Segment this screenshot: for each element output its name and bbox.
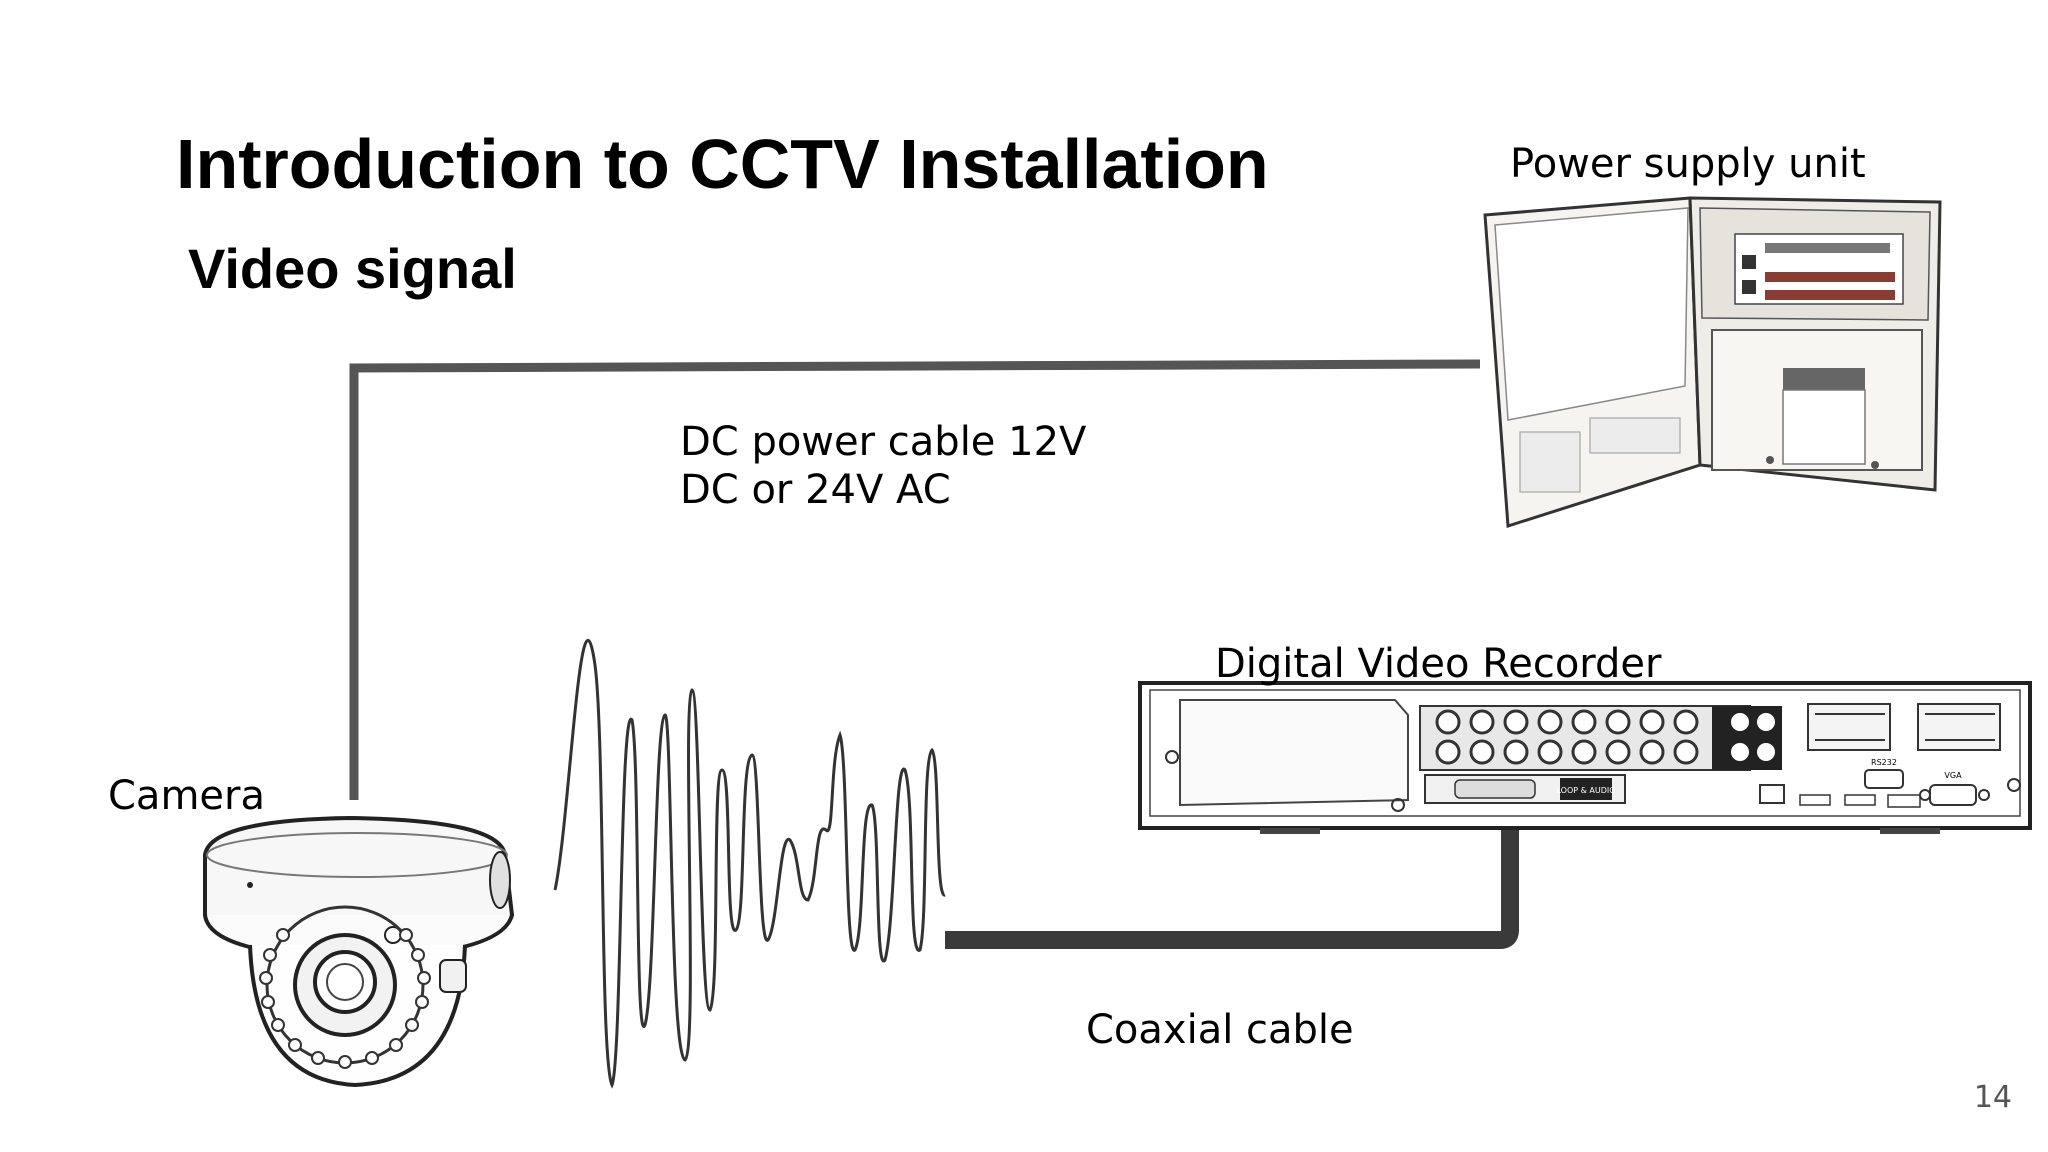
power-supply-unit: [1483, 196, 1942, 529]
camera-label: Camera: [108, 773, 265, 819]
dc-power-cable: [349, 359, 1481, 800]
dc-cable-label: DC power cable 12V DC or 24V AC: [680, 418, 1086, 514]
dc-cable-label-line1: DC power cable 12V: [680, 419, 1087, 465]
video-signal-waveform: [553, 639, 947, 1089]
bnc-connectors: [1435, 709, 1699, 765]
dc-cable-label-line2: DC or 24V AC: [680, 467, 951, 513]
coaxial-cable: [945, 820, 1519, 949]
rs232-port-label: RS232: [1871, 758, 1897, 767]
slide-title: Introduction to CCTV Installation: [176, 125, 1269, 203]
slide-subtitle: Video signal: [188, 237, 517, 300]
coaxial-cable-label: Coaxial cable: [1086, 1007, 1354, 1053]
digital-video-recorder: LOOP & AUDIO RS232 VGA: [1138, 681, 2032, 834]
dvr-label: Digital Video Recorder: [1215, 641, 1662, 687]
audio-port-label: LOOP & AUDIO: [1556, 786, 1615, 795]
vga-port-label: VGA: [1944, 771, 1962, 780]
page-number: 14: [1973, 1080, 2012, 1115]
dome-camera: [203, 815, 515, 1088]
power-supply-label: Power supply unit: [1510, 141, 1866, 187]
